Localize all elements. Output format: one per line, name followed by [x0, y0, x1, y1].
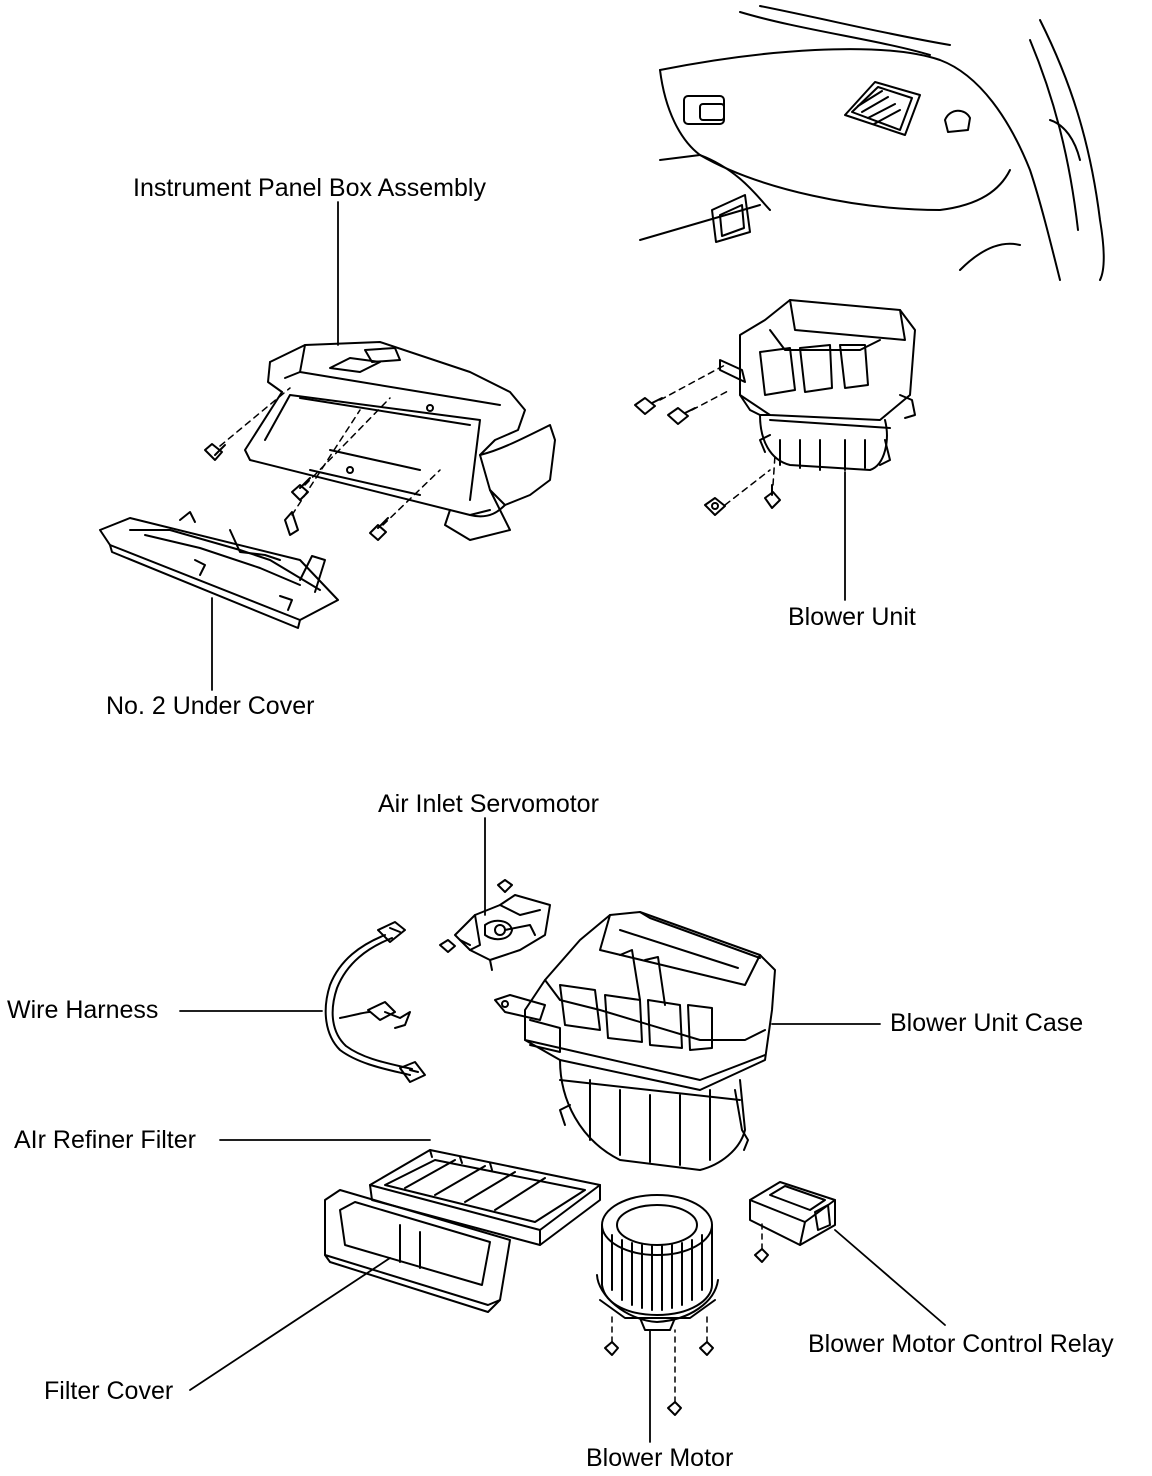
instrument-panel-box-drawing	[244, 341, 556, 541]
label-blower-motor-control-relay: Blower Motor Control Relay	[808, 1330, 1114, 1358]
blower-unit-fasteners	[634, 397, 781, 516]
blower-unit-drawing	[719, 299, 916, 471]
panel-box-screws	[204, 443, 389, 541]
under-cover-drawing	[99, 511, 339, 629]
label-blower-unit-case: Blower Unit Case	[890, 1009, 1084, 1037]
blower-unit-dashed-guides	[659, 364, 776, 506]
label-no2-under-cover: No. 2 Under Cover	[106, 692, 315, 720]
control-relay-drawing	[749, 1181, 836, 1263]
filter-cover-drawing	[324, 1189, 511, 1313]
wire-harness-drawing	[324, 921, 426, 1083]
label-air-refiner-filter: AIr Refiner Filter	[14, 1126, 196, 1154]
leader-filter-cover	[189, 1257, 391, 1391]
servomotor-drawing	[439, 879, 551, 971]
panel-box-dashed-guides	[219, 387, 441, 526]
label-blower-motor: Blower Motor	[586, 1444, 734, 1472]
leader-control-relay	[834, 1229, 946, 1326]
blower-motor-dashed-guides	[611, 1314, 708, 1403]
blower-motor-screws	[604, 1341, 714, 1416]
air-refiner-filter-drawing	[369, 1149, 601, 1246]
blower-motor-drawing	[596, 1194, 719, 1331]
leader-lines	[179, 201, 946, 1443]
label-wire-harness: Wire Harness	[7, 996, 159, 1024]
label-filter-cover: Filter Cover	[44, 1377, 174, 1405]
dashboard-illustration	[639, 5, 1105, 281]
label-blower-unit: Blower Unit	[788, 603, 916, 631]
label-air-inlet-servomotor: Air Inlet Servomotor	[378, 790, 599, 818]
blower-unit-case-drawing	[494, 911, 776, 1171]
label-instrument-panel-box-assembly: Instrument Panel Box Assembly	[133, 174, 486, 202]
